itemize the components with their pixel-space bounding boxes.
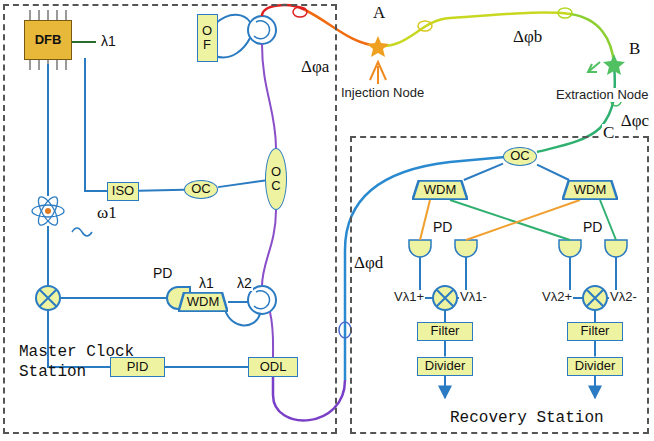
component-label: DFB <box>35 33 62 47</box>
annotation-label: λ1 <box>198 276 215 291</box>
component-label: PID <box>127 360 149 374</box>
annotation-label: λ1 <box>100 34 117 49</box>
annotation-label: Δφb <box>512 28 543 47</box>
component-label: ISO <box>112 184 134 198</box>
station-region: Master Clock StationDFBOFISOOCOCWDMPIDOD… <box>3 4 337 434</box>
component-box: ISO <box>107 182 139 201</box>
annotation-label: A <box>372 4 386 23</box>
wdm-trapezoid: WDM <box>178 292 228 312</box>
signal-connector <box>218 181 265 188</box>
station-region: Recovery Station OC WDM WDM Filter FilterDivi… <box>350 136 649 434</box>
annotation-label: Vλ1+ <box>393 290 425 304</box>
annotation-label: Δφc <box>620 112 650 131</box>
annotation-label: Δφd <box>353 254 384 273</box>
signal-connector <box>165 366 248 368</box>
annotation-label: PD <box>432 220 453 235</box>
component-label: OC <box>270 165 283 194</box>
station-title: Recovery Station <box>450 408 640 428</box>
annotation-label: Δφa <box>300 58 330 77</box>
component-box: ODL <box>248 357 298 377</box>
annotation-label: B <box>628 40 641 59</box>
component-label: Divider <box>575 359 615 373</box>
component-label: Divider <box>425 359 465 373</box>
component-box: OF <box>197 14 218 62</box>
annotation-label: Vλ2- <box>609 290 638 304</box>
signal-connector <box>444 341 446 357</box>
component-label: Filter <box>581 324 610 338</box>
wdm-trapezoid: WDM <box>562 180 618 200</box>
signal-connector <box>139 189 184 192</box>
component-label: OC <box>510 149 530 163</box>
component-label: OC <box>191 182 211 196</box>
component-box: OC <box>503 147 537 166</box>
component-label: WDM <box>424 183 457 197</box>
signal-connector <box>594 341 596 357</box>
component-box: DFB <box>24 20 72 60</box>
annotation-label: λ2 <box>236 276 253 291</box>
component-box: Divider <box>417 357 473 376</box>
wdm-trapezoid: WDM <box>412 180 468 200</box>
signal-connector <box>464 164 503 180</box>
component-box: OC <box>265 148 287 210</box>
component-box: Divider <box>567 357 623 376</box>
annotation-label: Vλ2+ <box>541 290 573 304</box>
component-label: Filter <box>431 324 460 338</box>
component-box: OC <box>184 180 218 199</box>
annotation-label: PD <box>152 266 173 281</box>
signal-connector <box>537 165 569 180</box>
component-label: WDM <box>187 295 220 309</box>
component-box: Filter <box>567 322 623 341</box>
annotation-label: C <box>602 124 615 143</box>
component-box: PID <box>110 357 165 377</box>
component-label: OF <box>201 24 214 53</box>
annotation-label: Injection Node <box>340 86 425 100</box>
annotation-label: Extraction Node <box>555 88 650 102</box>
annotation-label: PD <box>582 220 603 235</box>
annotation-label: Vλ1- <box>459 290 488 304</box>
component-label: ODL <box>260 360 287 374</box>
annotation-label: ω1 <box>96 204 118 223</box>
component-label: WDM <box>574 183 607 197</box>
component-box: Filter <box>417 322 473 341</box>
